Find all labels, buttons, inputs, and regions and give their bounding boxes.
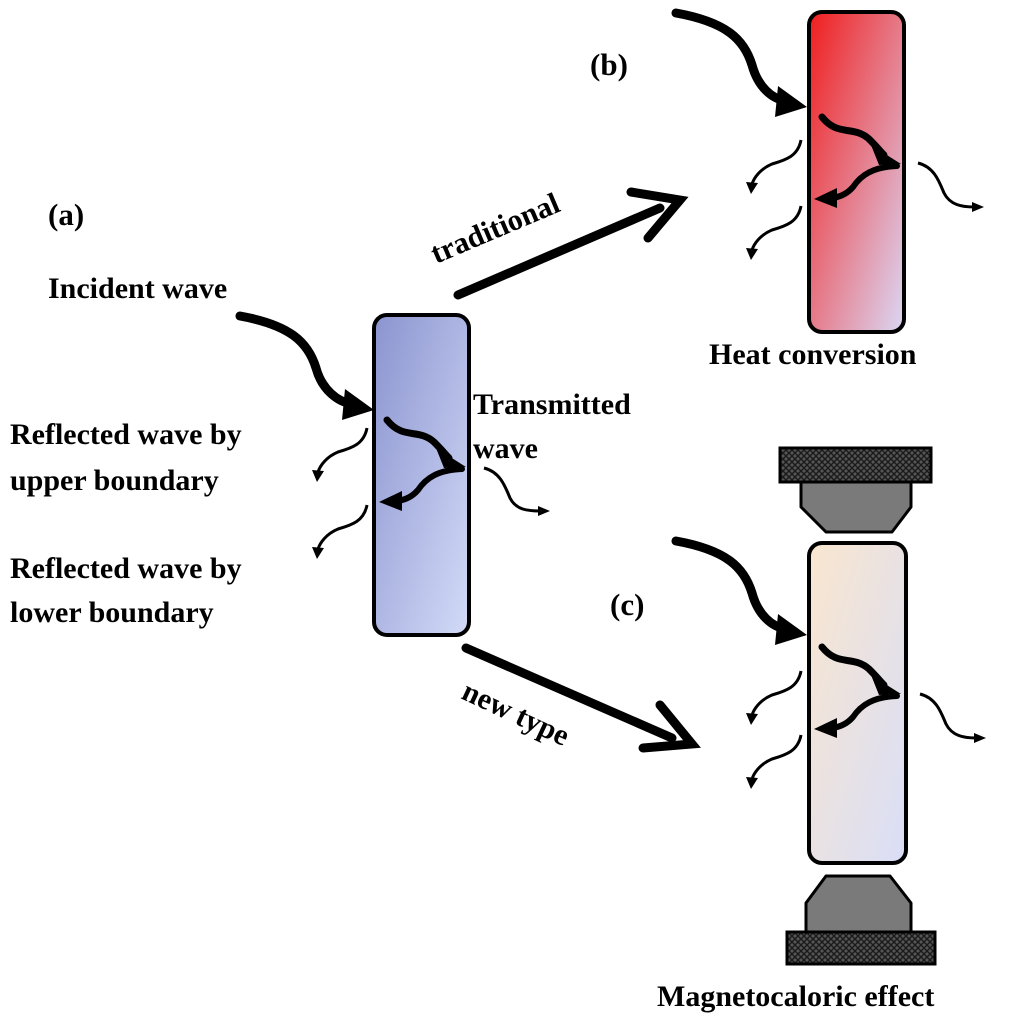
panel-a-sample-slab (372, 313, 471, 637)
panel-b-caption: Heat conversion (709, 338, 917, 371)
reflected-upper-label-line2: upper boundary (10, 464, 219, 497)
panel-b-reflected-lower-arrow (750, 205, 803, 251)
panel-c-incident-arrow (671, 536, 791, 634)
panel-b-incident-arrowhead (775, 86, 807, 117)
panel-c-reflected-lower-arrowhead (746, 777, 758, 789)
panel-c-tag: (c) (610, 587, 644, 622)
panel-b-internal-reflected-arrowhead (814, 188, 837, 208)
incident-wave-arrow (235, 311, 357, 409)
panel-b-internal-reflected-arrow (829, 163, 900, 201)
panel-b-transmitted-arrow (917, 161, 975, 209)
panel-c-transmitted-arrow (919, 692, 977, 740)
incident-wave-arrowhead (342, 389, 374, 420)
reflected-wave-upper-arrowhead (312, 470, 324, 482)
traditional-arrow (453, 203, 665, 300)
reflected-wave-lower-arrowhead (312, 547, 324, 559)
upper-pole-piece (799, 480, 913, 534)
panel-b-tag: (b) (590, 47, 628, 82)
panel-b: (b) Heat conversion (590, 8, 984, 371)
internal-wave-forward-arrowhead (436, 448, 466, 468)
transition-traditional: traditional (426, 187, 689, 300)
incident-wave-label: Incident wave (48, 272, 227, 305)
transmitted-wave-arrowhead (538, 506, 550, 516)
transmitted-label-line1: Transmitted (473, 388, 631, 421)
panel-a-tag: (a) (48, 197, 84, 232)
panel-c-transmitted-arrowhead (974, 733, 986, 743)
transmitted-label-line2: wave (473, 432, 538, 465)
panel-c-sample-slab (807, 541, 908, 865)
reflected-wave-upper-arrow (316, 427, 369, 473)
panel-c-reflected-upper-arrow (750, 670, 803, 716)
reflected-upper-label-line1: Reflected wave by (10, 418, 242, 451)
transmitted-wave-arrow (483, 466, 541, 513)
traditional-arrowhead (626, 187, 689, 243)
reflected-lower-label-line1: Reflected wave by (10, 552, 242, 585)
reflected-wave-lower-arrow (316, 504, 369, 550)
panel-c-internal-reflected-arrow (829, 693, 900, 731)
transition-new-type: new type (457, 643, 701, 753)
panel-b-transmitted-arrowhead (972, 202, 984, 212)
panel-b-internal-forward-arrowhead (871, 145, 901, 165)
reflected-lower-label-line2: lower boundary (10, 596, 214, 629)
panel-c-reflected-lower-arrow (750, 734, 803, 780)
panel-c-incident-arrowhead (775, 614, 807, 645)
lower-pole-piece (804, 874, 913, 934)
panel-c-reflected-upper-arrowhead (746, 713, 758, 725)
panel-a: (a) Incident wave Reflected wave by uppe… (10, 197, 631, 637)
panel-b-incident-arrow (671, 8, 791, 106)
panel-c-internal-reflected-arrowhead (814, 718, 837, 738)
internal-wave-reflected-arrowhead (379, 491, 402, 511)
panel-c-caption: Magnetocaloric effect (657, 980, 934, 1013)
panel-b-heated-sample (807, 10, 906, 334)
new-type-arrow (461, 643, 677, 743)
panel-b-reflected-lower-arrowhead (746, 248, 758, 260)
panel-c: (c) Magnetocaloric effect (610, 446, 986, 1013)
internal-wave-reflected-arrow (394, 466, 465, 504)
panel-b-reflected-upper-arrow (750, 139, 803, 185)
lower-magnet-base (785, 930, 937, 966)
upper-magnet-base (778, 446, 933, 484)
panel-c-internal-forward-arrowhead (871, 675, 901, 695)
new-type-arrowhead (638, 700, 701, 753)
panel-b-reflected-upper-arrowhead (746, 182, 758, 194)
